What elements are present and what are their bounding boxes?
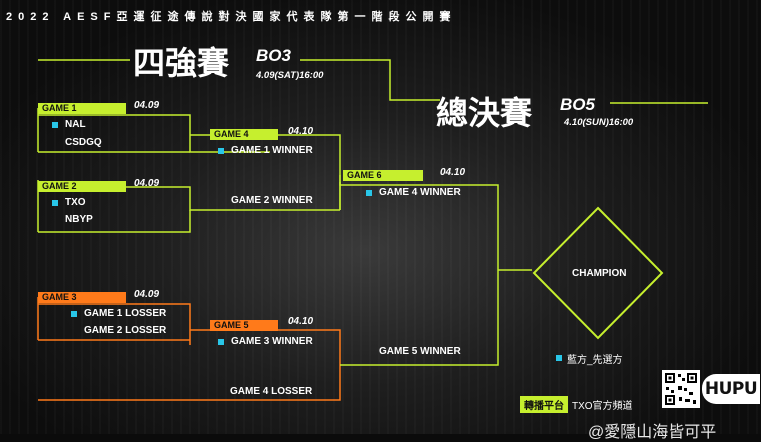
final-stage-title: 總決賽 <box>436 94 533 132</box>
semi-stage-title: 四強賽 <box>133 44 230 82</box>
game3-tag: GAME 3 <box>38 292 126 303</box>
game6-date: 04.10 <box>440 167 466 178</box>
event-title: 2022 AESF亞運征途傳說對決國家代表隊第一階段公開賽 <box>6 11 457 23</box>
game2-team2: NBYP <box>65 214 93 225</box>
semi-datetime: 4.09(SAT)16:00 <box>256 70 324 81</box>
game4-tag: GAME 4 <box>210 129 278 140</box>
game3-team2: GAME 2 LOSSER <box>84 325 167 336</box>
game1-tag: GAME 1 <box>38 103 126 114</box>
game4-team2: GAME 2 WINNER <box>231 195 313 206</box>
game6-tag: GAME 6 <box>343 170 423 181</box>
game5-team2: GAME 4 LOSSER <box>230 386 313 397</box>
game2-tag: GAME 2 <box>38 181 126 192</box>
game6-team2: GAME 5 WINNER <box>379 346 461 357</box>
game4-team1: GAME 1 WINNER <box>231 145 313 156</box>
hupu-logo: HUPU <box>702 374 760 404</box>
blue-side-marker <box>52 200 58 206</box>
game3-date: 04.09 <box>134 289 160 300</box>
game2-date: 04.09 <box>134 178 160 189</box>
champion-label: CHAMPION <box>572 268 627 279</box>
final-format: BO5 <box>560 95 595 114</box>
game5-tag: GAME 5 <box>210 320 278 331</box>
blue-side-marker <box>366 190 372 196</box>
blue-side-marker <box>218 339 224 345</box>
qr-code-icon <box>662 370 700 408</box>
game5-team1: GAME 3 WINNER <box>231 336 313 347</box>
game6-team1: GAME 4 WINNER <box>379 187 461 198</box>
blue-side-legend-marker <box>556 355 562 361</box>
blue-side-legend: 藍方_先選方 <box>567 355 623 366</box>
broadcast-label: 轉播平台 <box>520 396 568 413</box>
blue-side-marker <box>52 122 58 128</box>
game2-team1: TXO <box>65 197 86 208</box>
game3-team1: GAME 1 LOSSER <box>84 308 167 319</box>
blue-side-marker <box>71 311 77 317</box>
game4-date: 04.10 <box>288 126 314 137</box>
game1-date: 04.09 <box>134 100 160 111</box>
blue-side-marker <box>218 148 224 154</box>
game5-date: 04.10 <box>288 316 314 327</box>
broadcast-channel: TXO官方頻道 <box>572 401 633 412</box>
hupu-logo-text: HUPU <box>704 379 758 399</box>
watermark: @愛隱山海皆可平 <box>588 424 717 441</box>
final-datetime: 4.10(SUN)16:00 <box>564 117 634 128</box>
broadcast-info: 轉播平台 TXO官方頻道 <box>520 396 633 413</box>
game1-team2: CSDGQ <box>65 137 102 148</box>
game1-team1: NAL <box>65 119 86 130</box>
semi-format: BO3 <box>256 46 291 65</box>
